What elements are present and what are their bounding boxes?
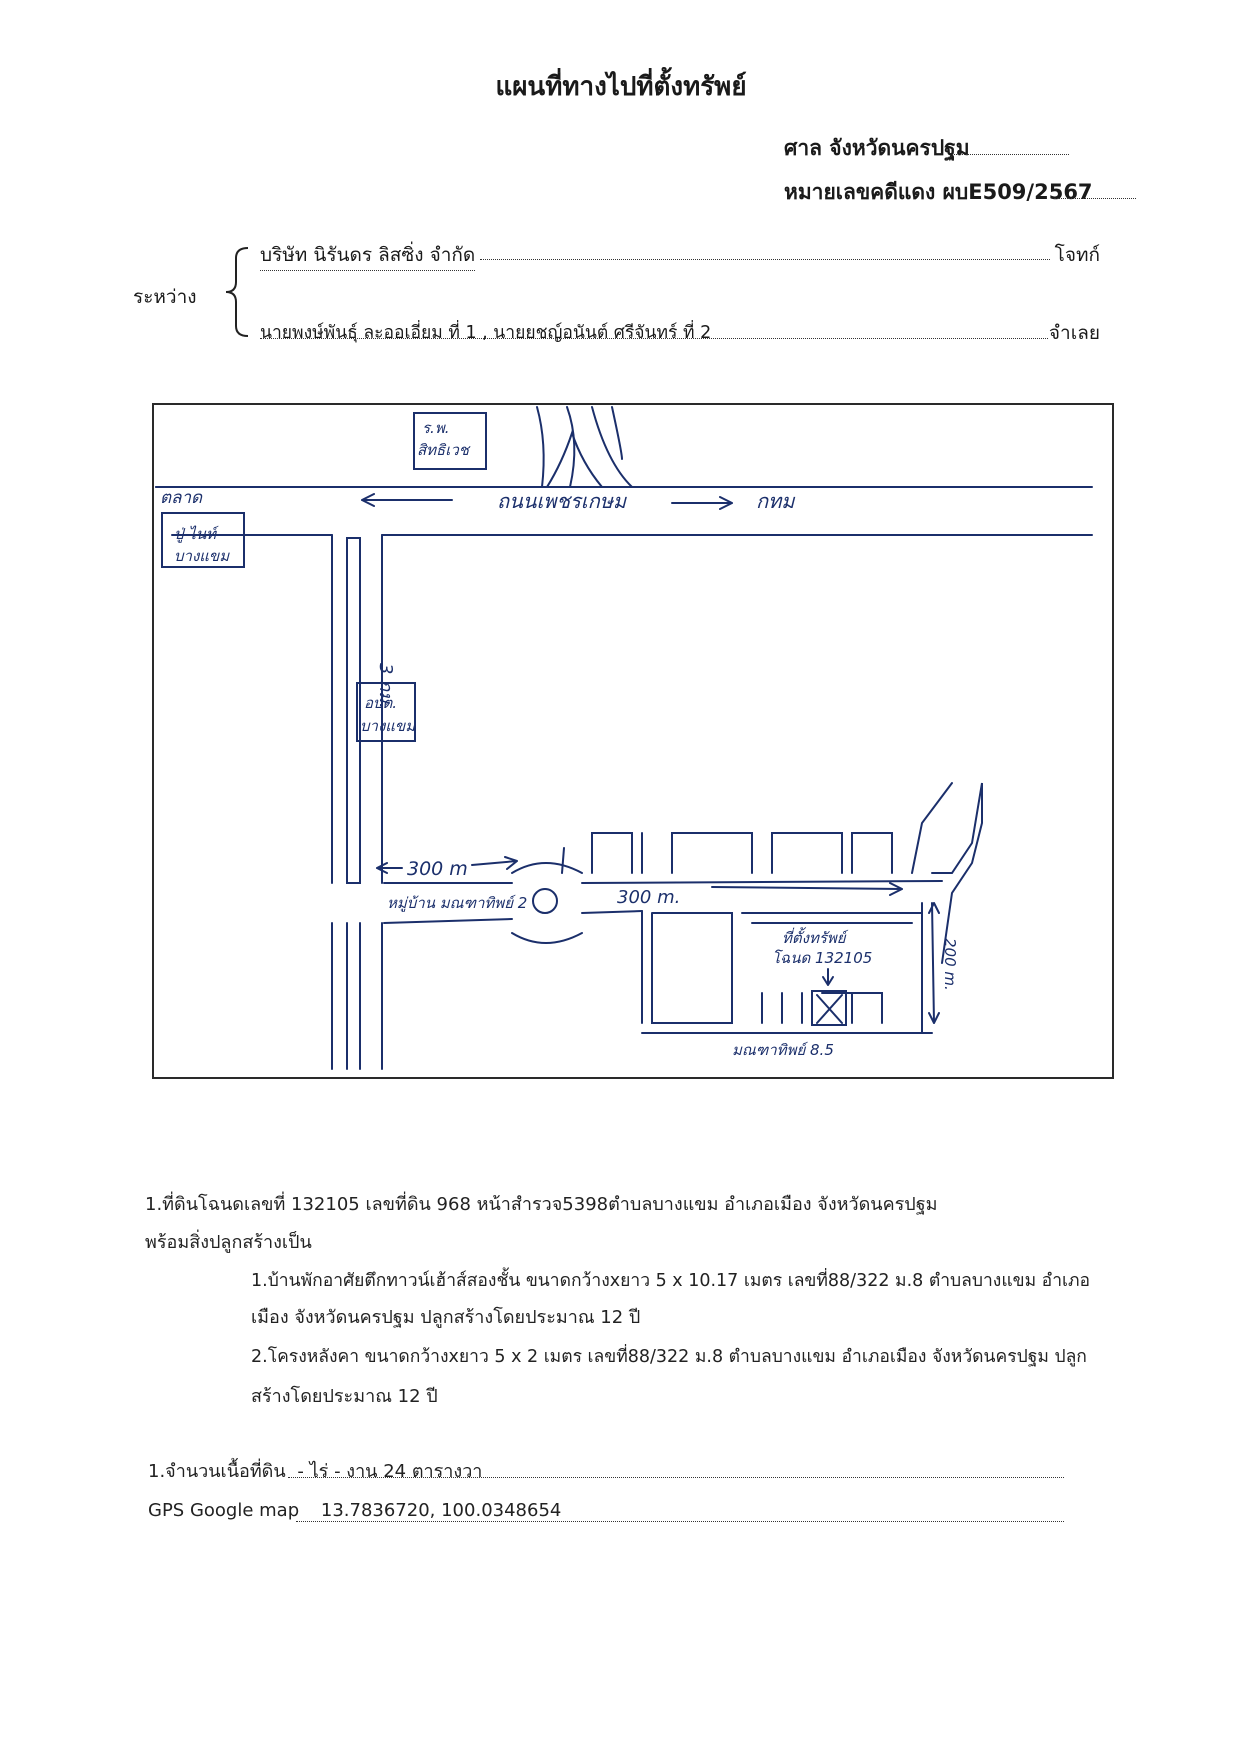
arrow-down-property (822, 968, 834, 986)
page-title: แผนที่ทางไปที่ตั้งทรัพย์ (495, 72, 747, 102)
arrow-right-village (471, 856, 518, 870)
roundabout (532, 888, 558, 914)
court-dots (954, 154, 1069, 155)
title-deed-label: โฉนด 132105 (772, 949, 872, 967)
school-label: อบต. (364, 694, 397, 712)
arrow-vertical-200m (928, 902, 940, 1024)
land-area-row: 1.จำนวนเนื้อที่ดิน - ไร่ - งาน 24 ตารางว… (148, 1456, 1064, 1482)
court-name: ศาล จังหวัดนครปฐม (784, 132, 1069, 165)
case-number-text: หมายเลขคดีแดง ผบE509/2567 (784, 180, 1093, 204)
market-label-2: ปู่ ไนท์ (174, 525, 219, 543)
detail-item-1: 1.ที่ดินโฉนดเลขที่ 132105 เลขที่ดิน 968 … (145, 1194, 938, 1215)
gps-label: GPS Google map (148, 1500, 300, 1521)
main-road-label: ถนนเพชรเกษม (497, 489, 628, 513)
detail-sub-1-line-2: เมือง จังหวัดนครปฐม ปลูกสร้างโดยประมาณ 1… (251, 1307, 641, 1328)
to-bangkok-label: กทม (756, 489, 796, 513)
land-area-label: 1.จำนวนเนื้อที่ดิน (148, 1461, 286, 1482)
hand-drawn-map: ร.พ. สิทธิเวช ถนนเพชรเกษม กทม ตลาด ปู่ ไ… (155, 406, 1093, 1070)
hospital-box (413, 412, 487, 470)
land-area-dots (288, 1477, 1064, 1478)
defendant-role: จำเลย (1048, 322, 1100, 344)
case-number-dots (1054, 198, 1136, 199)
plaintiff-role: โจทก์ (1054, 244, 1100, 266)
distance-2: 300 m. (617, 887, 680, 908)
arrow-right-village-2 (711, 882, 903, 896)
plaintiff-dots (480, 259, 1050, 260)
village-label: หมู่บ้าน มณฑาทิพย์ 2 (387, 894, 527, 912)
house-blocks-top (561, 782, 983, 964)
distance-3: 200 m. (941, 938, 959, 991)
school-box (356, 682, 416, 742)
map-frame (152, 403, 1114, 1079)
defendant-name: นายพงษ์พันธุ์ ละออเอี่ยม ที่ 1 , นายยชญ์… (260, 323, 712, 343)
side-road-label: 3 กม. (375, 663, 396, 709)
lower-alley (641, 902, 933, 1034)
arrow-left-main (361, 493, 453, 507)
property-label: ที่ตั้งทรัพย์ (782, 927, 849, 947)
gps-row: GPS Google map 13.7836720, 100.0348654 (148, 1500, 1064, 1526)
property-box (811, 990, 847, 1026)
detail-sub-2-line-1: 2.โครงหลังคา ขนาดกว้างxยาว 5 x 2 เมตร เล… (251, 1347, 1087, 1367)
between-label: ระหว่าง (133, 286, 197, 308)
defendant-row: นายพงษ์พันธุ์ ละออเอี่ยม ที่ 1 , นายยชญ์… (260, 318, 1100, 344)
detail-item-1-cont: พร้อมสิ่งปลูกสร้างเป็น (145, 1232, 312, 1253)
distance-1: 300 m (407, 858, 468, 880)
main-road-left-edge (155, 486, 333, 536)
school-label-2: บางแขม (360, 717, 416, 735)
market-label: ตลาด (160, 488, 203, 508)
market-label-3: บางแขม (174, 547, 230, 565)
village-road-bottom (383, 910, 643, 924)
court-text: ศาล จังหวัดนครปฐม (784, 136, 970, 160)
defendant-dots (260, 338, 1048, 339)
alley-label: มณฑาทิพย์ 8.5 (732, 1041, 834, 1059)
gps-value: 13.7836720, 100.0348654 (320, 1500, 562, 1521)
property-marker-icon (816, 994, 843, 1024)
detail-sub-2-line-2: สร้างโดยประมาณ 12 ปี (251, 1386, 438, 1407)
y-junction (536, 406, 633, 488)
land-area-value: - ไร่ - งาน 24 ตารางวา (297, 1461, 483, 1482)
roundabout-ring (511, 862, 583, 944)
lower-block-left (641, 910, 733, 1024)
brace-icon (225, 247, 249, 337)
hospital-label-2: สิทธิเวช (417, 441, 471, 459)
side-road-median (346, 537, 361, 1070)
arrow-left-village (376, 862, 403, 874)
market-box (161, 512, 245, 568)
townhouse-row (761, 992, 883, 1024)
village-road-top (383, 880, 943, 884)
y-junction-inner (546, 429, 603, 488)
case-number: หมายเลขคดีแดง ผบE509/2567 (784, 176, 1136, 209)
detail-sub-1-line-1: 1.บ้านพักอาศัยตึกทาวน์เฮ้าส์สองชั้น ขนาด… (251, 1271, 1091, 1291)
hospital-label: ร.พ. (422, 419, 449, 437)
gps-dots (296, 1521, 1064, 1522)
plaintiff-row: บริษัท นิรันดร ลิสซิ่ง จำกัด โจทก์ (260, 240, 1100, 271)
arrow-right-main (671, 496, 733, 510)
plaintiff-name: บริษัท นิรันดร ลิสซิ่ง จำกัด (260, 240, 476, 271)
